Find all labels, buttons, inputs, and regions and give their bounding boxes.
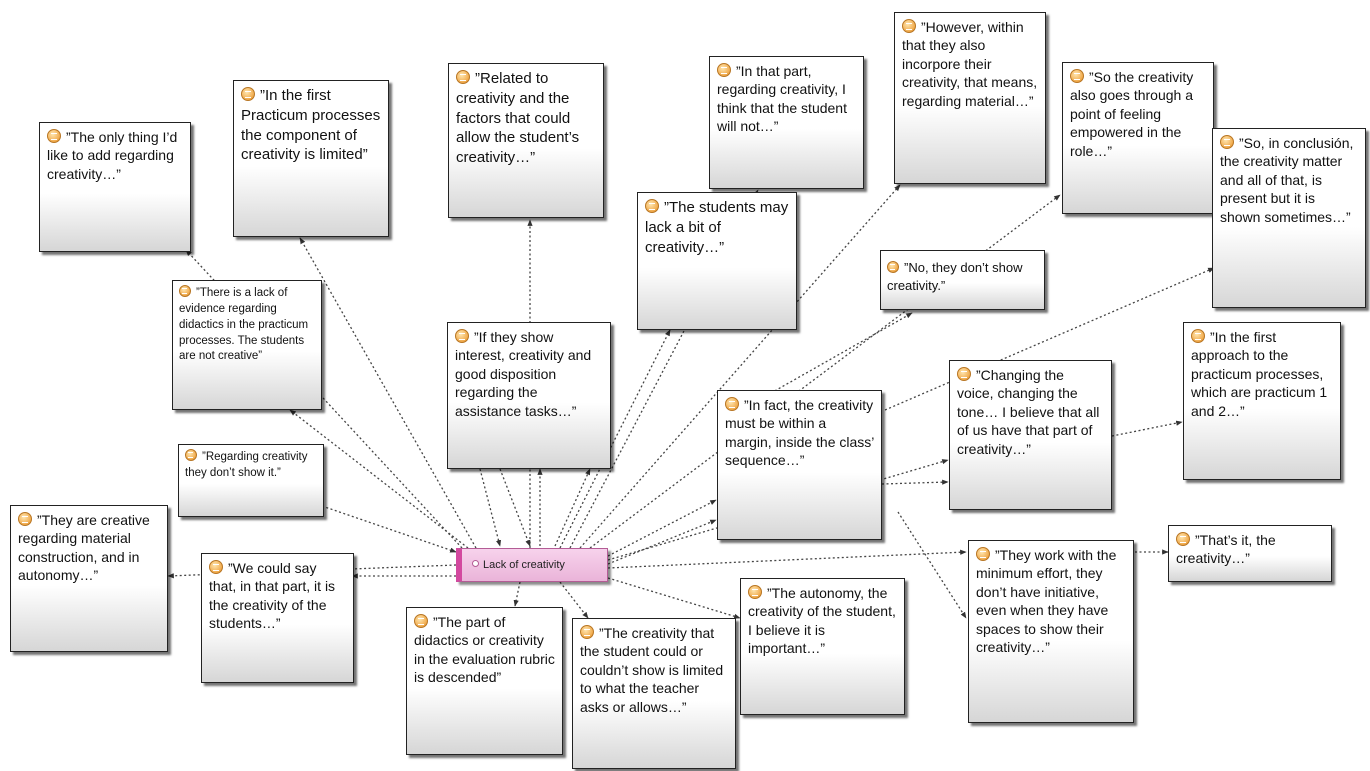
code-node-lack-of-creativity[interactable]: Lack of creativity [456,548,608,582]
quote-text: ”The students may lack a bit of creativi… [645,199,789,256]
quote-node[interactable]: ”If they show interest, creativity and g… [447,322,611,469]
quote-text: ”Related to creativity and the factors t… [456,70,580,167]
quote-node[interactable]: ”The part of didactics or creativity in … [406,607,563,755]
edge-q10 [289,409,469,549]
memo-icon [645,199,659,213]
memo-icon [179,285,191,297]
quote-text: ”No, they don’t show creativity.” [887,260,1023,293]
quote-text: ”The part of didactics or creativity in … [414,614,555,686]
quote-text: ”The only thing I’d like to add regardin… [47,129,178,182]
quote-text: ”So the creativity also goes through a p… [1070,69,1194,159]
quote-node[interactable]: ”So the creativity also goes through a p… [1062,62,1214,214]
memo-icon [957,367,971,381]
memo-icon [887,261,899,273]
memo-icon [18,512,32,526]
memo-icon [185,449,197,461]
code-handle-icon [472,560,479,567]
memo-icon [241,87,255,101]
edge-q07 [884,267,1215,411]
quote-text: ”Changing the voice, changing the tone… … [957,367,1100,457]
memo-icon [748,585,762,599]
quote-text: ”There is a lack of evidence regarding d… [179,287,309,363]
edge-q06 [589,194,1061,549]
quote-text: ”In that part, regarding creativity, I t… [717,63,847,135]
quote-node[interactable]: ”Changing the voice, changing the tone… … [949,360,1112,510]
edge-q14 [1111,420,1183,437]
memo-icon [209,560,223,574]
quote-node[interactable]: ”The students may lack a bit of creativi… [637,192,797,330]
quote-node[interactable]: ”No, they don’t show creativity.” [880,250,1045,310]
quote-text: ”However, within that they also incorpor… [902,19,1038,109]
quote-text: ”They are creative regarding material co… [18,512,150,584]
quote-node[interactable]: ”In that part, regarding creativity, I t… [709,56,864,189]
quote-text: ”In fact, the creativity must be within … [725,397,874,469]
quote-text: ”If they show interest, creativity and g… [455,329,592,419]
edge-q02 [299,237,477,549]
quote-node[interactable]: ”That’s it, the creativity…” [1168,525,1332,582]
memo-icon [1191,329,1205,343]
quote-node[interactable]: ”They are creative regarding material co… [10,505,168,652]
quote-text: ”They work with the minimum effort, they… [976,547,1117,656]
quote-node[interactable]: ”The only thing I’d like to add regardin… [39,122,191,252]
memo-icon [1176,532,1190,546]
quote-text: ”The autonomy, the creativity of the stu… [748,585,896,657]
memo-icon [717,63,731,77]
quote-text: ”We could say that, in that part, it is … [209,560,336,632]
memo-icon [976,547,990,561]
quote-text: ”So, in conclusión, the creativity matte… [1220,135,1354,225]
memo-icon [725,397,739,411]
quote-node[interactable]: ”So, in conclusión, the creativity matte… [1212,128,1366,308]
quote-node[interactable]: ”Related to creativity and the factors t… [448,63,604,218]
quote-text: ”The creativity that the student could o… [580,625,724,715]
edge-q19 [559,581,589,619]
edge-q12 [607,499,717,557]
quote-node[interactable]: ”There is a lack of evidence regarding d… [172,280,322,410]
quote-node[interactable]: ”We could say that, in that part, it is … [201,553,354,683]
memo-icon [580,625,594,639]
edge-q20 [607,577,741,619]
edge-q15 [321,505,457,553]
quote-node[interactable]: ”In the first approach to the practicum … [1183,322,1341,480]
quote-node[interactable]: ”The creativity that the student could o… [572,618,736,769]
edge-q11 [479,468,502,547]
memo-icon [47,129,61,143]
quote-node[interactable]: ”However, within that they also incorpor… [894,12,1046,184]
quote-node[interactable]: ”Regarding creativity they don’t show it… [178,444,324,517]
memo-icon [414,614,428,628]
quote-node[interactable]: ”The autonomy, the creativity of the stu… [740,578,905,715]
memo-icon [1220,135,1234,149]
edge-q08 [559,329,671,549]
quote-text: ”Regarding creativity they don’t show it… [185,451,308,479]
memo-icon [456,70,470,84]
quote-node[interactable]: ”In the first Practicum processes the co… [233,80,389,237]
quote-text: ”In the first approach to the practicum … [1191,329,1328,419]
memo-icon [1070,69,1084,83]
quote-node[interactable]: ”In fact, the creativity must be within … [717,390,882,540]
quote-node[interactable]: ”They work with the minimum effort, they… [968,540,1134,723]
edge-q18 [513,581,521,607]
memo-icon [455,329,469,343]
edge-q21 [607,549,967,569]
code-label: Lack of creativity [483,559,565,571]
memo-icon [902,19,916,33]
quote-text: ”That’s it, the creativity…” [1176,532,1276,567]
quote-text: ”In the first Practicum processes the co… [241,87,381,164]
